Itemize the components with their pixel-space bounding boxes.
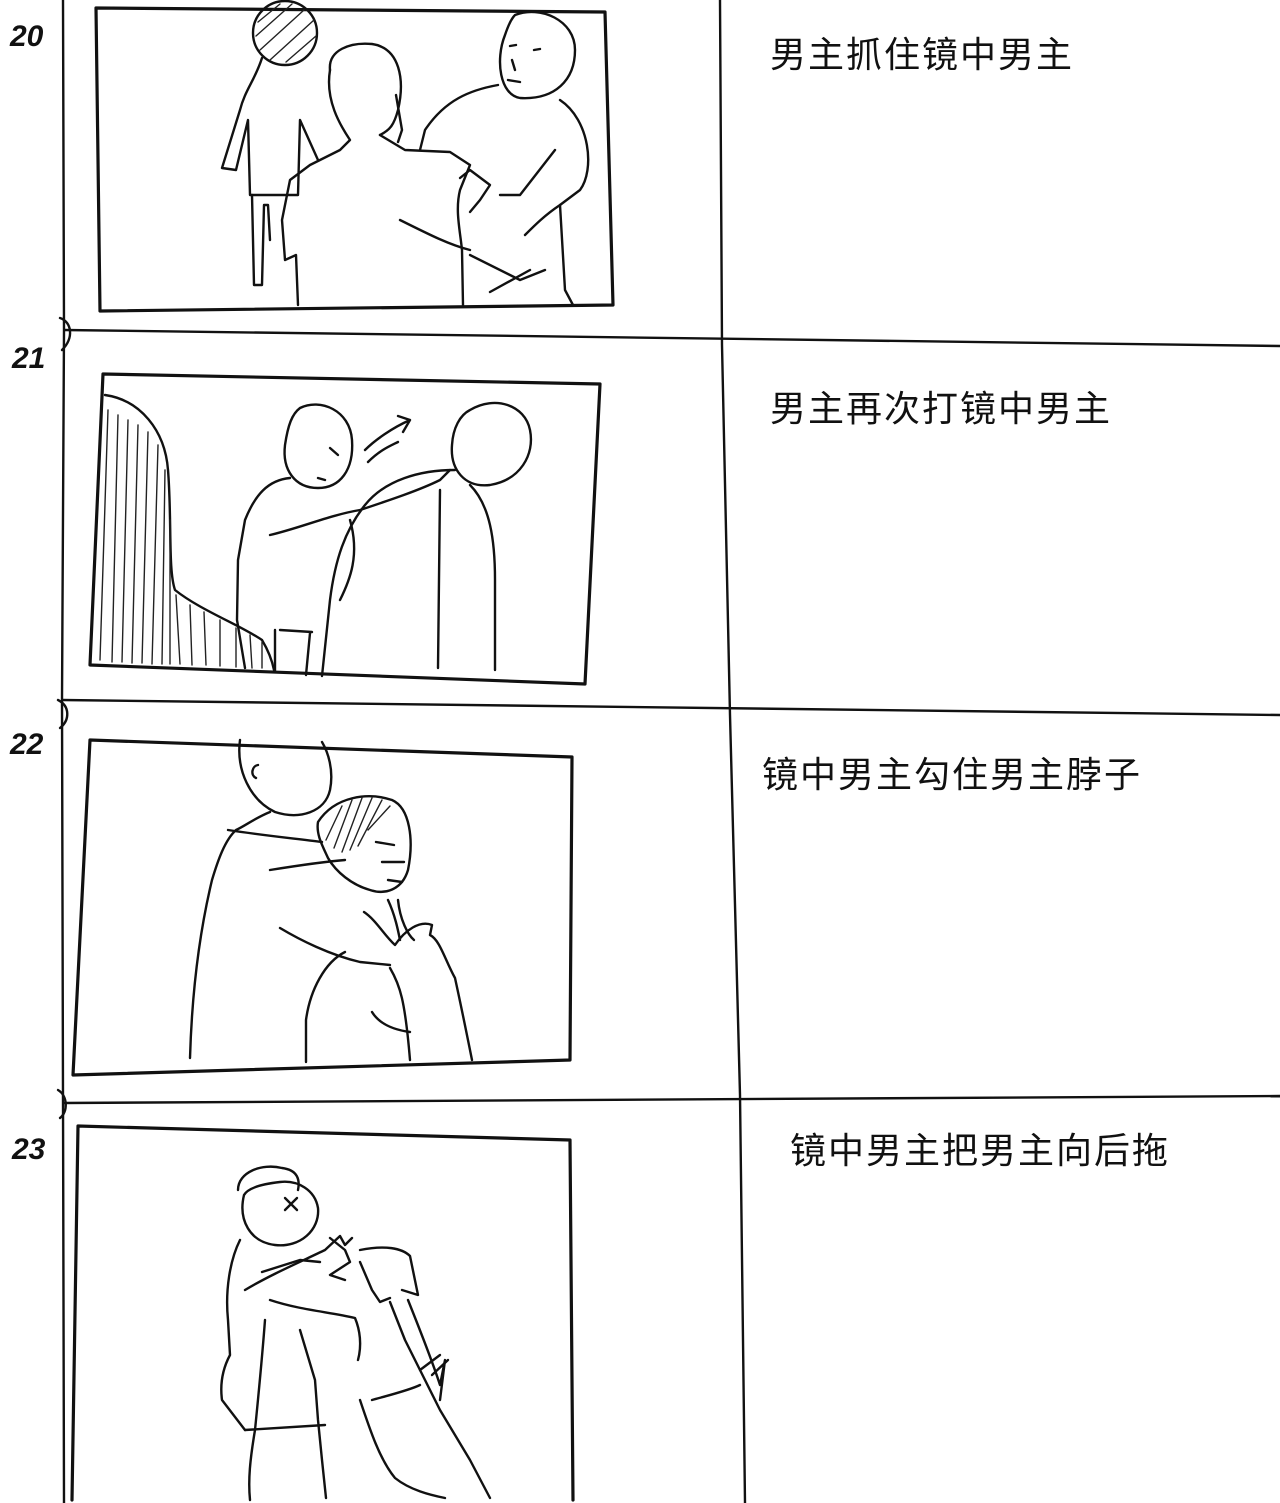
- shot-number: 20: [10, 20, 44, 53]
- panel-20-frame: [94, 6, 615, 313]
- shot-caption: 镜中男主把男主向后拖: [790, 1131, 1171, 1172]
- shot-number: 21: [12, 342, 46, 375]
- shot-caption: 镜中男主勾住男主脖子: [762, 755, 1143, 796]
- panel-21-frame: [88, 372, 602, 686]
- panel-22-frame: [71, 738, 574, 1077]
- shot-number: 23: [12, 1133, 46, 1166]
- shot-number: 22: [10, 728, 44, 761]
- panel-23-frame: [70, 1124, 575, 1502]
- shot-caption: 男主再次打镜中男主: [770, 389, 1113, 430]
- shot-caption: 男主抓住镜中男主: [770, 35, 1075, 76]
